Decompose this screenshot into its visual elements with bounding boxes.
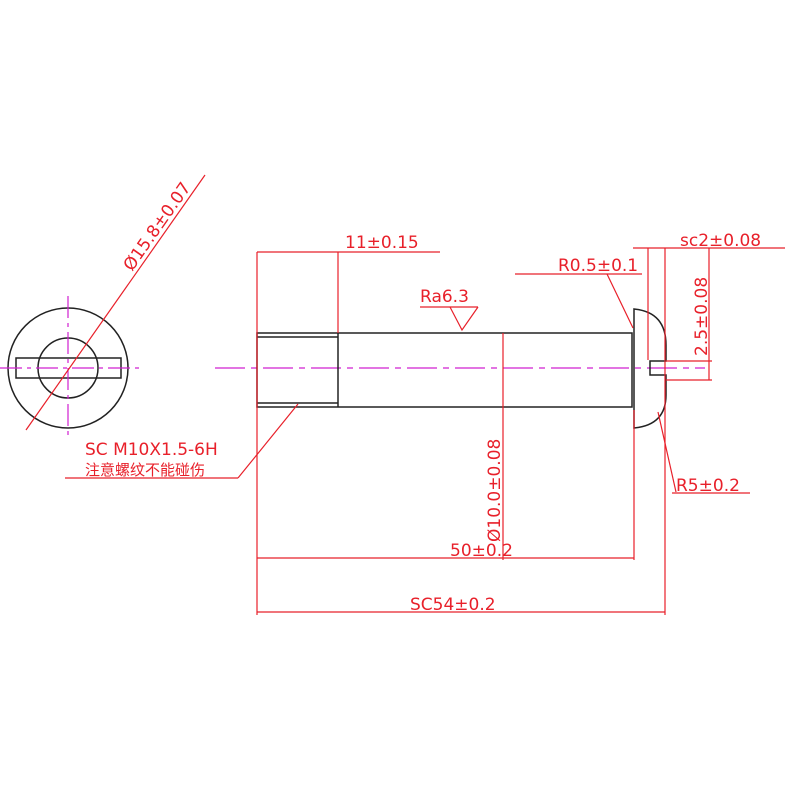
end-view: Ø15.8±0.07 bbox=[0, 174, 206, 440]
dimensions: 11±0.15 Ra6.3 R0.5±0.1 sc2±0.08 2.5±0.08… bbox=[65, 231, 785, 615]
thread-note-label: 注意螺纹不能碰伤 bbox=[85, 461, 205, 479]
thread-spec-label: SC M10X1.5-6H bbox=[85, 440, 218, 460]
slot-width-label: sc2±0.08 bbox=[680, 231, 761, 251]
head-radius-label: R5±0.2 bbox=[676, 476, 740, 496]
thread-length-label: 11±0.15 bbox=[345, 233, 419, 253]
roughness-symbol bbox=[449, 306, 479, 332]
shaft-length-label: 50±0.2 bbox=[450, 541, 513, 561]
shaft bbox=[256, 332, 633, 408]
roughness-label: Ra6.3 bbox=[420, 287, 469, 307]
total-length-label: SC54±0.2 bbox=[410, 595, 496, 615]
fillet-radius-label: R0.5±0.1 bbox=[558, 256, 638, 276]
diameter-dim-line bbox=[25, 174, 206, 431]
slot-depth-label: 2.5±0.08 bbox=[692, 277, 712, 356]
shaft-diameter-label: Ø10.0±0.08 bbox=[485, 439, 505, 542]
head-diameter-label: Ø15.8±0.07 bbox=[120, 179, 196, 275]
head-section bbox=[633, 308, 667, 429]
